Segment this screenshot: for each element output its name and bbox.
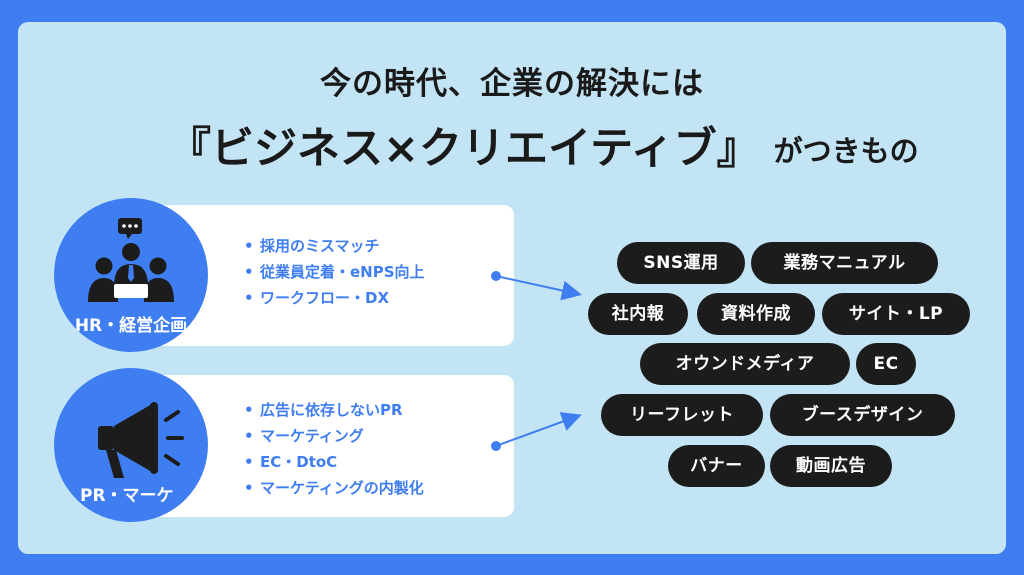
- tag-leaflet: リーフレット: [601, 394, 763, 436]
- list-item: •ワークフロー・DX: [244, 289, 390, 307]
- arrow-hr: [491, 271, 582, 301]
- pr-circle: PR・マーケ: [54, 368, 208, 522]
- headline-line1: 今の時代、企業の解決には: [320, 66, 704, 102]
- tag-booth-design: ブースデザイン: [770, 394, 955, 436]
- pr-card: •広告に依存しないPR •マーケティング •EC・DtoC •マーケティングの内…: [152, 375, 514, 517]
- pr-circle-label: PR・マーケ: [80, 486, 174, 506]
- tag-documents: 資料作成: [697, 293, 815, 335]
- hr-circle-label: HR・経営企画: [74, 316, 188, 336]
- headline-line2: 『ビジネス×クリエイティブ』 がつきもの: [152, 112, 919, 176]
- list-item: •採用のミスマッチ: [244, 237, 380, 255]
- content-panel: 今の時代、企業の解決には 『ビジネス×クリエイティブ』 がつきもの •採用のミス…: [18, 22, 1006, 554]
- hr-issue-list: •採用のミスマッチ •従業員定着・eNPS向上 •ワークフロー・DX: [244, 233, 425, 311]
- tag-manual: 業務マニュアル: [751, 242, 938, 284]
- connector-arrows: [491, 271, 582, 451]
- arrow-pr: [491, 412, 582, 451]
- tag-ec: EC: [856, 343, 916, 385]
- megaphone-icon: [98, 402, 184, 478]
- tag-banner: バナー: [668, 445, 765, 487]
- meeting-people-icon: [88, 218, 174, 302]
- list-item: •マーケティング: [244, 427, 364, 445]
- tag-owned-media: オウンドメディア: [640, 343, 850, 385]
- tag-newsletter: 社内報: [588, 293, 688, 335]
- list-item: •広告に依存しないPR: [244, 401, 403, 419]
- list-item: •EC・DtoC: [244, 453, 338, 471]
- pr-issue-list: •広告に依存しないPR •マーケティング •EC・DtoC •マーケティングの内…: [244, 397, 424, 501]
- headline-highlight-text: 『ビジネス×クリエイティブ』: [168, 124, 760, 174]
- headline-suffix: がつきもの: [773, 134, 919, 168]
- headline-highlight: 『ビジネス×クリエイティブ』: [152, 114, 768, 176]
- hr-circle: HR・経営企画: [54, 198, 208, 352]
- tag-sns: SNS運用: [617, 242, 745, 284]
- list-item: •マーケティングの内製化: [244, 479, 424, 497]
- list-item: •従業員定着・eNPS向上: [244, 263, 425, 281]
- tag-site-lp: サイト・LP: [822, 293, 970, 335]
- hr-card: •採用のミスマッチ •従業員定着・eNPS向上 •ワークフロー・DX: [152, 205, 514, 346]
- tag-video-ad: 動画広告: [770, 445, 892, 487]
